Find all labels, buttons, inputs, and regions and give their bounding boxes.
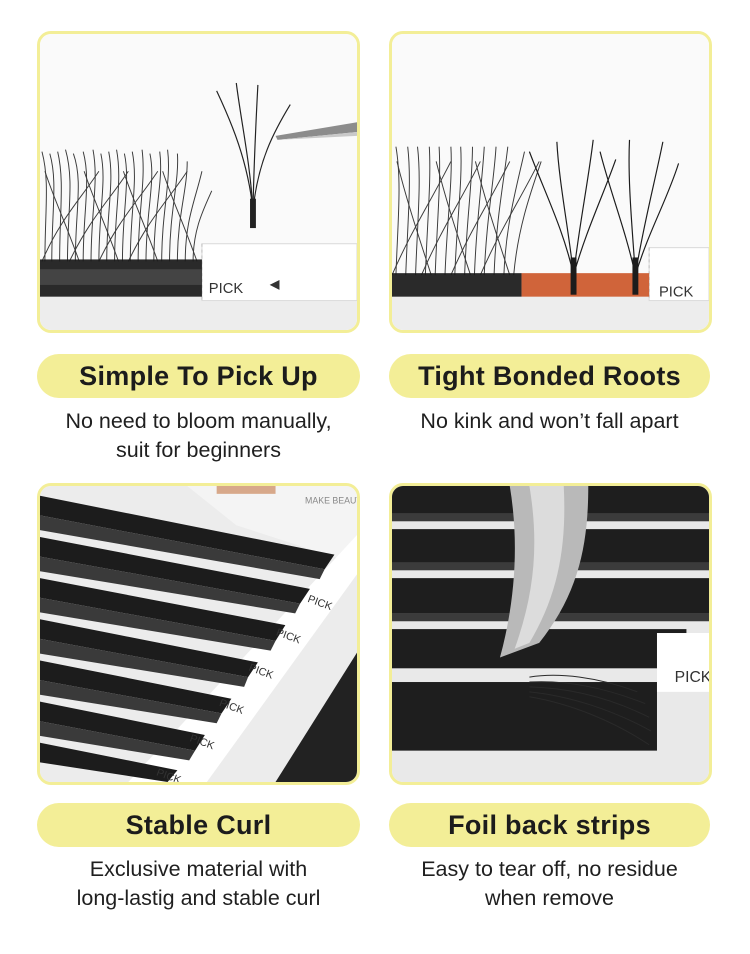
foil-strip-illustration: PICK bbox=[392, 486, 709, 782]
lash-root-illustration: PICK bbox=[392, 34, 709, 330]
pick-label: PICK bbox=[209, 281, 244, 297]
desc-line: Exclusive material with bbox=[89, 857, 308, 881]
feature-desc-simple-pick-up: No need to bloom manually, suit for begi… bbox=[37, 407, 360, 465]
feature-title-tight-bonded-roots: Tight Bonded Roots bbox=[389, 354, 710, 398]
feature-image-stable-curl: MAKE BEAUTY EF PICK PICK PICK bbox=[37, 483, 360, 785]
lash-rows-illustration: MAKE BEAUTY EF PICK PICK PICK bbox=[40, 486, 357, 782]
desc-line: suit for beginners bbox=[116, 438, 281, 462]
desc-line: No need to bloom manually, bbox=[65, 409, 332, 433]
feature-desc-tight-bonded-roots: No kink and won’t fall apart bbox=[389, 407, 710, 436]
arrow-icon bbox=[269, 280, 280, 290]
feature-image-tight-bonded-roots: PICK bbox=[389, 31, 712, 333]
feature-desc-stable-curl: Exclusive material with long-lastig and … bbox=[37, 855, 360, 913]
feature-image-simple-pick-up: PICK bbox=[37, 31, 360, 333]
desc-line: No kink and won’t fall apart bbox=[420, 409, 679, 433]
pick-label: PICK bbox=[675, 669, 709, 686]
feature-title-simple-pick-up: Simple To Pick Up bbox=[37, 354, 360, 398]
desc-line: Easy to tear off, no residue bbox=[421, 857, 678, 881]
feature-title-stable-curl: Stable Curl bbox=[37, 803, 360, 847]
lash-tray-illustration: PICK bbox=[40, 34, 357, 330]
feature-title-foil-back-strips: Foil back strips bbox=[389, 803, 710, 847]
desc-line: long-lastig and stable curl bbox=[76, 886, 321, 910]
desc-line: when remove bbox=[484, 886, 615, 910]
brand-text: MAKE BEAUTY EF bbox=[305, 496, 357, 506]
pick-label: PICK bbox=[659, 285, 694, 301]
feature-desc-foil-back-strips: Easy to tear off, no residue when remove bbox=[389, 855, 710, 913]
feature-image-foil-back-strips: PICK bbox=[389, 483, 712, 785]
